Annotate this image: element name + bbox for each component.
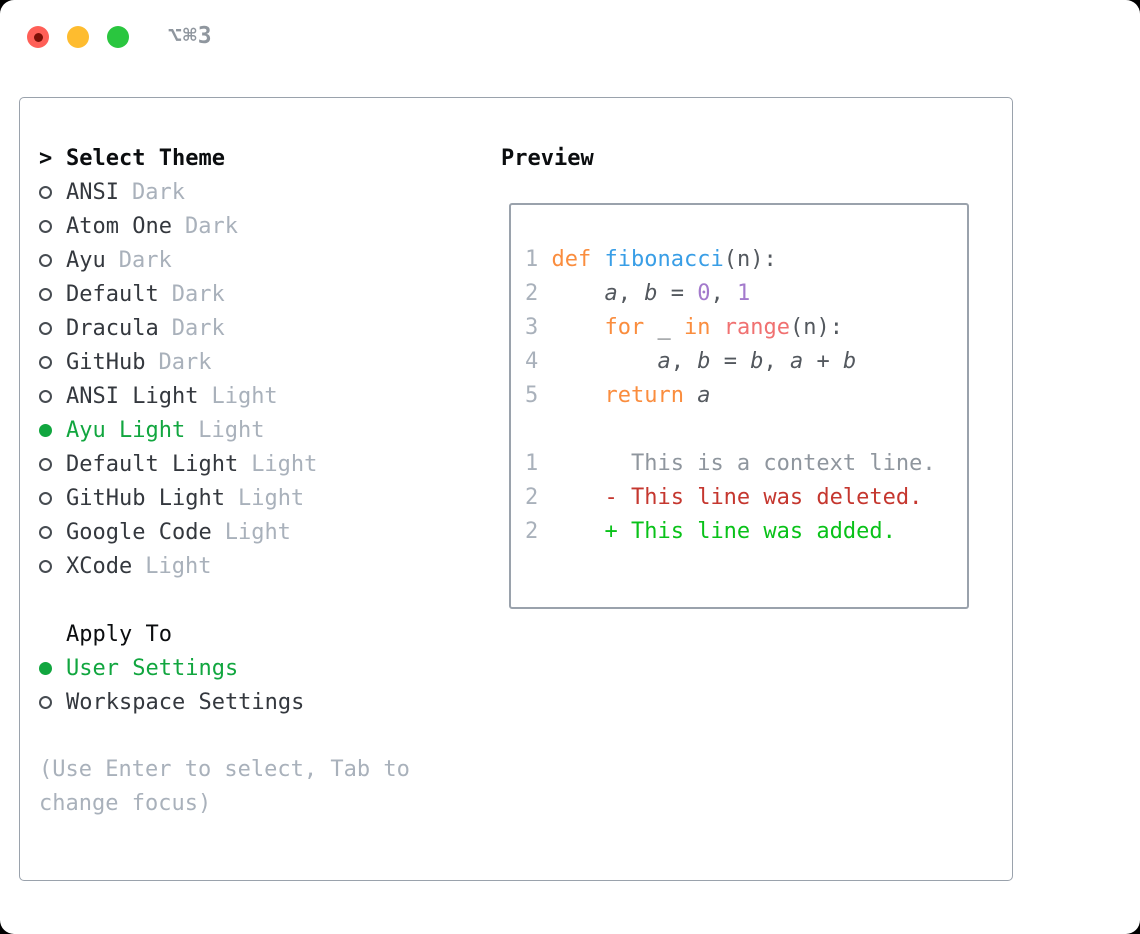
spacer bbox=[39, 583, 484, 617]
theme-variant-badge: Light bbox=[145, 553, 212, 579]
radio-icon bbox=[39, 355, 52, 369]
code-line: 2 + This line was added. bbox=[525, 519, 896, 544]
theme-option[interactable]: ANSI Light Light bbox=[39, 379, 484, 413]
radio-icon bbox=[39, 559, 52, 573]
code-line: 2 - This line was deleted. bbox=[525, 485, 923, 510]
theme-variant-badge: Dark bbox=[131, 179, 185, 205]
select-theme-header: > Select Theme bbox=[39, 141, 484, 175]
radio-icon bbox=[39, 287, 52, 301]
theme-name: ANSI Light bbox=[66, 383, 199, 409]
theme-option[interactable]: Default Dark bbox=[39, 277, 484, 311]
radio-icon bbox=[39, 219, 52, 233]
select-theme-title: Select Theme bbox=[66, 145, 225, 171]
theme-name: XCode bbox=[66, 553, 133, 579]
code-line: 1 This is a context line. bbox=[525, 451, 936, 476]
preview-box: 1 def fibonacci(n): 2 a, b = 0, 1 3 for _ … bbox=[509, 203, 969, 609]
theme-name: Ayu bbox=[66, 247, 106, 273]
radio-icon bbox=[39, 389, 52, 403]
apply-to-option[interactable]: User Settings bbox=[39, 651, 484, 685]
close-button[interactable] bbox=[27, 26, 49, 48]
theme-name: Google Code bbox=[66, 519, 212, 545]
apply-to-title: Apply To bbox=[66, 621, 172, 647]
theme-variant-badge: Dark bbox=[171, 281, 225, 307]
theme-option[interactable]: GitHub Light Light bbox=[39, 481, 484, 515]
theme-option[interactable]: GitHub Dark bbox=[39, 345, 484, 379]
theme-variant-badge: Light bbox=[198, 417, 265, 443]
minimize-button[interactable] bbox=[67, 26, 89, 48]
code-line bbox=[525, 413, 967, 447]
theme-list: ANSI Dark Atom One Dark Ayu Dark Default… bbox=[39, 175, 484, 583]
theme-variant-badge: Light bbox=[224, 519, 291, 545]
theme-option[interactable]: Default Light Light bbox=[39, 447, 484, 481]
theme-option[interactable]: Google Code Light bbox=[39, 515, 484, 549]
theme-option[interactable]: Ayu Dark bbox=[39, 243, 484, 277]
close-dot-icon bbox=[33, 32, 43, 42]
theme-option[interactable]: ANSI Dark bbox=[39, 175, 484, 209]
code-line: 3 for _ in range(n): bbox=[525, 315, 843, 340]
code-preview: 1 def fibonacci(n): 2 a, b = 0, 1 3 for _ … bbox=[511, 205, 967, 549]
apply-to-header-row: Apply To bbox=[39, 617, 484, 651]
theme-variant-badge: Light bbox=[237, 485, 305, 511]
theme-variant-badge: Dark bbox=[184, 213, 238, 239]
theme-name: Dracula bbox=[66, 315, 159, 341]
theme-column: > Select Theme ANSI Dark Atom One Dark A… bbox=[39, 141, 484, 821]
theme-variant-badge: Light bbox=[251, 451, 318, 477]
theme-name: GitHub bbox=[66, 349, 146, 375]
preview-title: Preview bbox=[501, 145, 594, 171]
code-line: 4 a, b = b, a + b bbox=[525, 349, 857, 374]
apply-to-label: User Settings bbox=[66, 655, 239, 681]
theme-variant-badge: Dark bbox=[118, 247, 172, 273]
code-line: 5 return a bbox=[525, 383, 711, 408]
code-line: 2 a, b = 0, 1 bbox=[525, 281, 751, 306]
radio-icon bbox=[39, 185, 52, 199]
prompt-icon: > bbox=[39, 145, 53, 171]
radio-icon bbox=[39, 457, 52, 471]
radio-icon bbox=[39, 695, 52, 709]
window-shortcut-label: ⌥⌘3 bbox=[168, 23, 213, 49]
titlebar: ⌥⌘3 bbox=[0, 0, 1140, 74]
radio-icon bbox=[39, 423, 52, 437]
code-line: 1 def fibonacci(n): bbox=[525, 247, 777, 272]
apply-to-list: User Settings Workspace Settings bbox=[39, 651, 484, 719]
radio-icon bbox=[39, 491, 52, 505]
theme-option[interactable]: Atom One Dark bbox=[39, 209, 484, 243]
theme-option[interactable]: XCode Light bbox=[39, 549, 484, 583]
theme-picker-panel: > Select Theme ANSI Dark Atom One Dark A… bbox=[19, 97, 1013, 881]
theme-variant-badge: Dark bbox=[171, 315, 225, 341]
theme-option[interactable]: Dracula Dark bbox=[39, 311, 484, 345]
keyboard-hint: (Use Enter to select, Tab to change focu… bbox=[39, 757, 410, 816]
theme-option[interactable]: Ayu Light Light bbox=[39, 413, 484, 447]
radio-icon bbox=[39, 525, 52, 539]
theme-variant-badge: Light bbox=[211, 383, 278, 409]
theme-name: Default Light bbox=[66, 451, 239, 477]
theme-name: ANSI bbox=[66, 179, 119, 205]
zoom-button[interactable] bbox=[107, 26, 129, 48]
radio-icon bbox=[39, 661, 52, 675]
spacer bbox=[39, 719, 484, 753]
theme-name: GitHub Light bbox=[66, 485, 225, 511]
theme-name: Ayu Light bbox=[66, 417, 186, 443]
theme-name: Default bbox=[66, 281, 159, 307]
theme-variant-badge: Dark bbox=[158, 349, 212, 375]
theme-name: Atom One bbox=[66, 213, 172, 239]
radio-icon bbox=[39, 321, 52, 335]
apply-to-label: Workspace Settings bbox=[66, 689, 305, 715]
radio-icon bbox=[39, 253, 52, 267]
apply-to-option[interactable]: Workspace Settings bbox=[39, 685, 484, 719]
preview-header: Preview bbox=[501, 141, 594, 175]
